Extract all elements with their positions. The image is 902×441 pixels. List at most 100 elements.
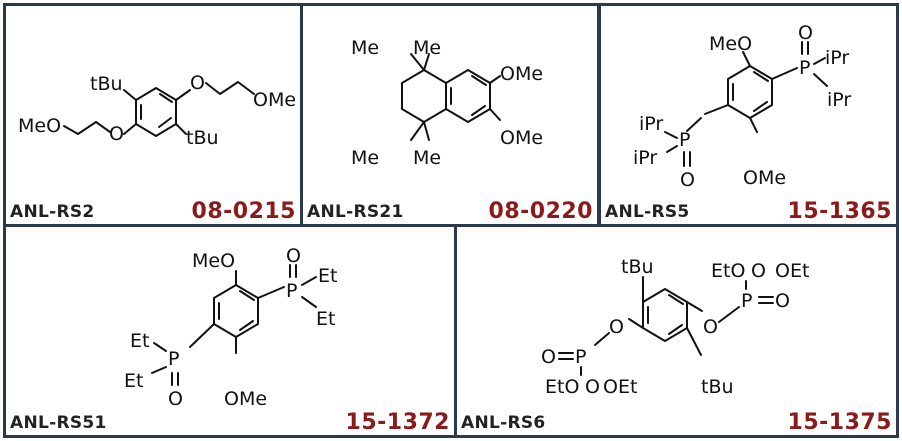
label-o: O (190, 72, 205, 94)
compound-name: ANL-RS21 (307, 202, 404, 222)
bond (301, 296, 317, 308)
bond (749, 117, 758, 133)
compound-cell-anl-rs21: Me Me Me Me OMe OMe ANL-RS21 08-0220 (300, 3, 600, 227)
label-o: O (585, 376, 600, 398)
label-ipr: iPr (827, 89, 851, 111)
label-tbu: tBu (90, 73, 123, 95)
ring-double-bond (753, 101, 768, 112)
bond (813, 73, 828, 87)
ring-double-bond (158, 117, 172, 128)
structure-anl-rs21: Me Me Me Me OMe OMe (351, 37, 543, 169)
ring-double-bond (239, 290, 255, 301)
label-o: O (751, 260, 766, 282)
bond (666, 145, 678, 153)
label-meo: MeO (18, 115, 61, 137)
label-p: P (575, 346, 586, 368)
benzene-ring (727, 65, 773, 119)
label-p: P (799, 57, 810, 79)
bond (410, 121, 425, 141)
chain (63, 121, 111, 135)
label-meo: MeO (192, 250, 235, 272)
bond (301, 276, 317, 286)
label-o: O (798, 22, 813, 44)
label-et: Et (318, 265, 337, 287)
label-o: O (168, 388, 183, 410)
label-meo: MeO (709, 33, 752, 55)
bond (628, 318, 644, 329)
label-o: O (680, 169, 695, 191)
label-ipr: iPr (825, 47, 849, 69)
bond (594, 332, 610, 346)
structure-anl-rs2: tBu tBu O OMe O MeO (18, 72, 296, 149)
label-o: O (609, 316, 624, 338)
structure-anl-rs6: tBu O P O EtO OEt O O P O O EtO OEt tBu (541, 256, 809, 398)
label-eto: EtO (545, 376, 579, 398)
label-p: P (679, 129, 690, 151)
label-eto: EtO (711, 260, 745, 282)
bond (489, 108, 501, 121)
bond (175, 89, 191, 101)
label-o: O (286, 245, 301, 267)
bond (489, 75, 501, 84)
label-me: Me (351, 147, 379, 169)
label-p: P (741, 290, 752, 312)
ring-double-bond (471, 105, 486, 116)
bond (175, 123, 187, 135)
bond (423, 121, 430, 141)
ring-double-bond (239, 320, 254, 331)
ring-double-bond (668, 324, 683, 335)
label-oet: OEt (775, 260, 809, 282)
compound-name: ANL-RS2 (10, 202, 95, 222)
bond (664, 131, 678, 139)
compound-code: 15-1365 (787, 199, 892, 224)
benzene-ring (642, 288, 688, 342)
bond (718, 306, 740, 323)
label-o: O (703, 316, 718, 338)
compound-name: ANL-RS5 (605, 202, 690, 222)
label-ome: OMe (500, 63, 543, 85)
label-ome: OMe (743, 167, 786, 189)
label-ome: OMe (224, 388, 267, 410)
label-et: Et (130, 330, 149, 352)
bond (742, 51, 751, 67)
compound-cell-anl-rs6: tBu O P O EtO OEt O O P O O EtO OEt tBu … (454, 224, 899, 438)
label-ipr: iPr (639, 113, 663, 135)
compound-code: 08-0215 (191, 199, 296, 224)
ring-double-bond (471, 75, 487, 86)
ring-double-bond (753, 71, 769, 82)
bond (423, 53, 430, 71)
bond (410, 53, 425, 71)
label-p: P (286, 280, 297, 302)
chain (205, 81, 255, 95)
label-et: Et (124, 370, 143, 392)
bond (153, 342, 167, 352)
compound-code: 15-1375 (787, 410, 892, 435)
bond (704, 104, 729, 115)
compound-cell-anl-rs5: MeO P O iPr iPr P iPr iPr O OMe ANL-RS5 … (598, 3, 899, 227)
compound-cell-anl-rs2: tBu tBu O OMe O MeO ANL-RS2 08-0215 (3, 3, 303, 227)
label-o: O (541, 346, 556, 368)
label-ipr: iPr (633, 147, 657, 169)
compound-code: 15-1372 (345, 410, 450, 435)
ring-double-bond (668, 294, 684, 305)
bond (189, 323, 215, 348)
compound-name: ANL-RS6 (461, 413, 546, 433)
compound-name: ANL-RS51 (10, 413, 107, 433)
ring-double-bond (159, 93, 173, 103)
bond (813, 57, 826, 65)
bond (151, 366, 167, 374)
label-tbu: tBu (186, 127, 219, 149)
label-ome: OMe (253, 89, 296, 111)
label-p: P (168, 348, 179, 370)
compound-code: 08-0220 (488, 199, 593, 224)
compound-cell-anl-rs51: MeO P O Et Et P Et Et O OMe ANL-RS51 15-… (3, 224, 457, 438)
bond (123, 123, 137, 135)
benzene-ring (213, 284, 259, 338)
structure-anl-rs51: MeO P O Et Et P Et Et O OMe (124, 245, 337, 410)
bond (257, 286, 285, 299)
label-oet: OEt (603, 376, 637, 398)
saturated-ring (401, 69, 447, 123)
label-o: O (775, 290, 790, 312)
label-me: Me (413, 147, 441, 169)
label-me: Me (351, 37, 379, 59)
